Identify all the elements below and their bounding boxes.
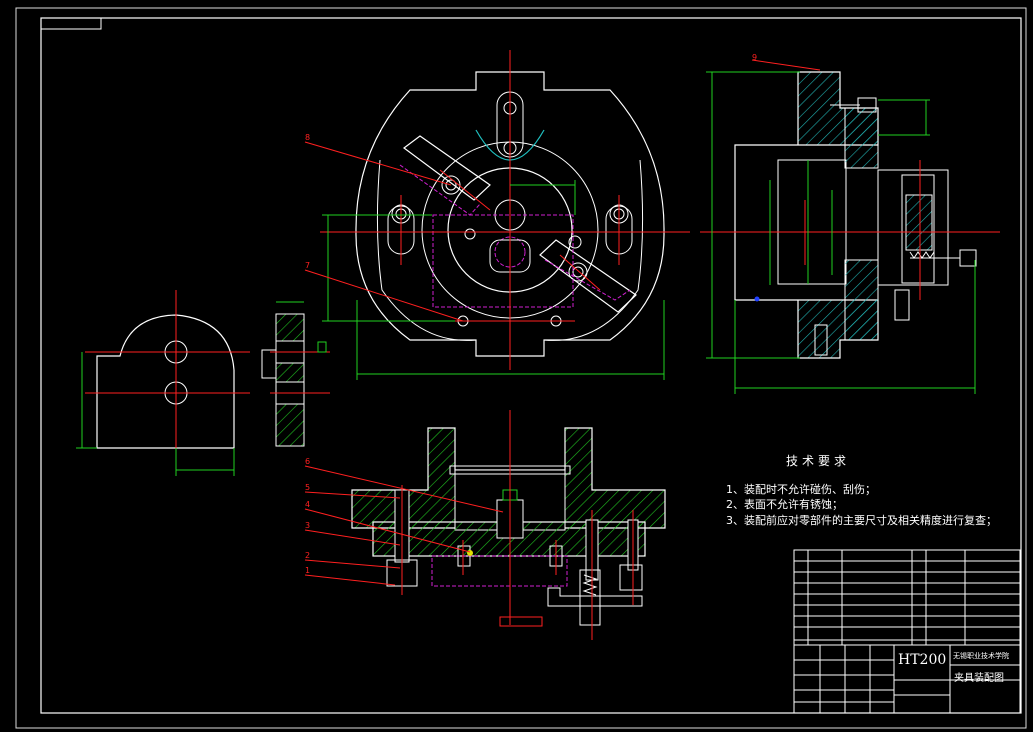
callout-label-6: 6 bbox=[305, 457, 310, 466]
tech-requirement-2: 2、表面不允许有锈蚀； bbox=[726, 498, 843, 511]
side-view bbox=[700, 71, 1000, 394]
bracket-section-view bbox=[261, 301, 330, 447]
tech-requirement-1: 1、装配时不允许碰伤、刮伤； bbox=[726, 483, 876, 496]
callout-label-8: 8 bbox=[305, 133, 310, 142]
school-label: 无锡职业技术学院 bbox=[953, 652, 1009, 660]
tech-requirements-title: 技术要求 bbox=[786, 454, 851, 468]
inner-border bbox=[40, 17, 1022, 714]
callout-7: 7 bbox=[304, 261, 464, 322]
callout-label-3: 3 bbox=[305, 521, 310, 530]
callout-8: 8 bbox=[304, 133, 452, 186]
top-view bbox=[320, 50, 690, 380]
title-block bbox=[793, 549, 1021, 714]
bracket-view bbox=[76, 290, 250, 476]
callouts-section bbox=[304, 465, 504, 586]
drawing-name-label: 夹具装配图 bbox=[954, 673, 1004, 684]
callout-label-5: 5 bbox=[305, 483, 310, 492]
material-label: HT200 bbox=[898, 652, 947, 668]
callout-9: 9 bbox=[751, 53, 821, 71]
tech-requirement-3: 3、装配前应对零部件的主要尺寸及相关精度进行复查； bbox=[726, 514, 997, 527]
corner-tag bbox=[40, 17, 102, 30]
callout-label-9: 9 bbox=[752, 53, 757, 62]
outer-border bbox=[15, 7, 1027, 729]
callout-label-7: 7 bbox=[305, 261, 310, 270]
callout-label-4: 4 bbox=[305, 500, 310, 509]
front-section-view bbox=[351, 410, 666, 640]
callout-label-2: 2 bbox=[305, 551, 310, 560]
callout-label-1: 1 bbox=[305, 566, 310, 575]
